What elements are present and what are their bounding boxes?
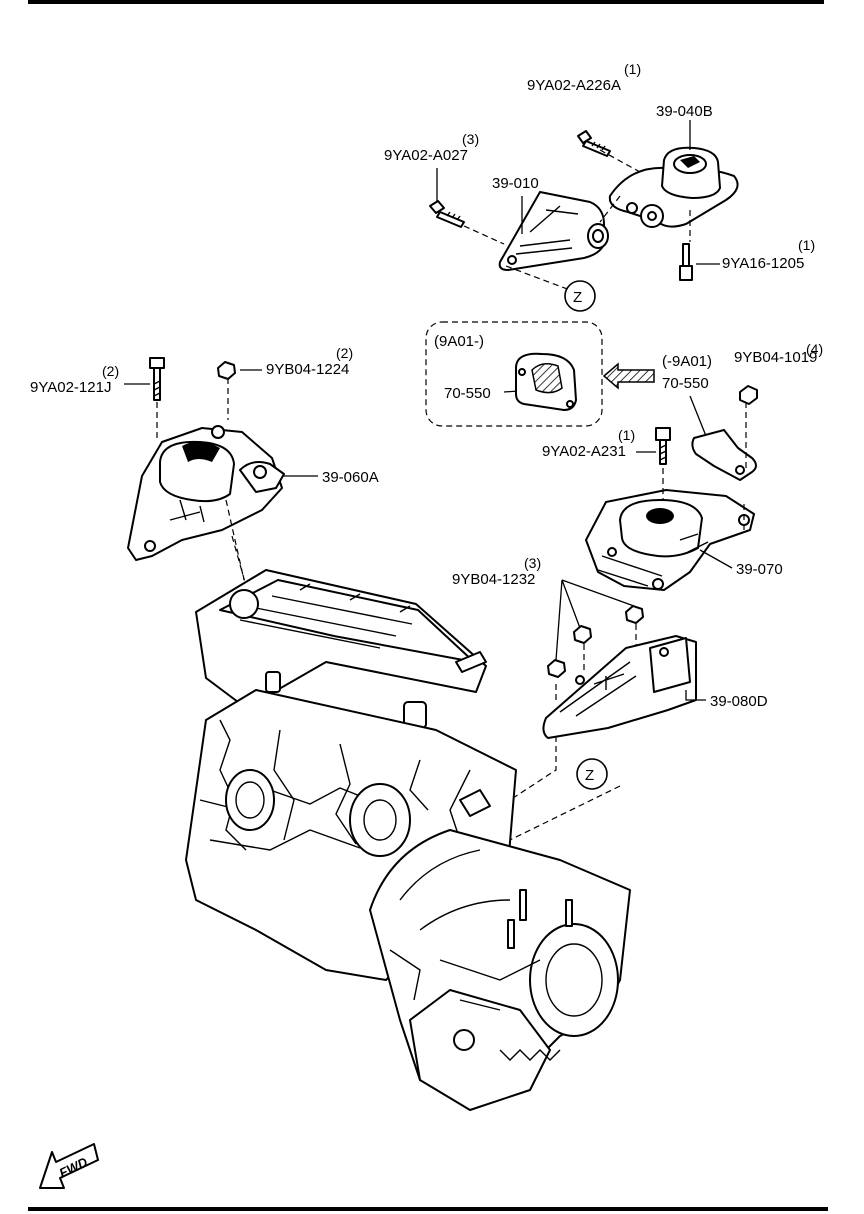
label-bracket-pre-part: 70-550 bbox=[662, 375, 709, 392]
engine-assembly bbox=[185, 569, 631, 1111]
nut-9yb04-1232-a bbox=[625, 605, 644, 624]
label-nut-1019-part: 9YB04-1019 bbox=[734, 349, 817, 366]
callout-z-bottom bbox=[576, 758, 608, 790]
label-z-top: Z bbox=[573, 289, 582, 306]
bolt-9ya02-a231 bbox=[655, 427, 671, 465]
top-border bbox=[28, 0, 824, 4]
mount-39-040b bbox=[608, 146, 739, 228]
bracket-39-010 bbox=[498, 191, 609, 271]
bracket-39-080d bbox=[542, 635, 697, 739]
label-bolt-a027-qty: (3) bbox=[462, 131, 479, 147]
label-39-070: 39-070 bbox=[736, 561, 783, 578]
mount-39-070 bbox=[585, 489, 755, 591]
label-39-060a: 39-060A bbox=[322, 469, 379, 486]
label-bolt-121j-qty: (2) bbox=[102, 363, 119, 379]
label-bolt-top-part: 9YA02-A226A bbox=[527, 77, 621, 94]
nut-9yb04-1232-c bbox=[547, 659, 566, 678]
label-bolt-top-qty: (1) bbox=[624, 61, 641, 77]
label-bolt-a231-qty: (1) bbox=[618, 427, 635, 443]
label-range-pre: (-9A01) bbox=[662, 353, 712, 370]
insulator-70-550-inset bbox=[515, 352, 577, 411]
label-nut-1019-qty: (4) bbox=[806, 341, 823, 357]
arrow-hatched bbox=[602, 362, 655, 390]
inset-box-9a01 bbox=[425, 321, 603, 427]
label-bolt-121j-part: 9YA02-121J bbox=[30, 379, 111, 396]
label-nut-1224-qty: (2) bbox=[336, 345, 353, 361]
label-nut-1224-part: 9YB04-1224 bbox=[266, 361, 349, 378]
callout-z-top bbox=[564, 280, 596, 312]
label-nut-1232-qty: (3) bbox=[524, 555, 541, 571]
label-bolt-a231-part: 9YA02-A231 bbox=[542, 443, 626, 460]
label-z-bottom: Z bbox=[585, 767, 594, 784]
bolt-9ya02-a027 bbox=[429, 200, 465, 228]
fwd-arrow-icon: FWD bbox=[39, 1143, 99, 1189]
label-bolt-1205-part: 9YA16-1205 bbox=[722, 255, 804, 272]
label-inset-title: (9A01-) bbox=[434, 333, 484, 350]
label-39-040b: 39-040B bbox=[656, 103, 713, 120]
nut-9yb04-1019 bbox=[739, 385, 758, 405]
bolt-9ya02-121j bbox=[149, 357, 165, 401]
bottom-border bbox=[28, 1207, 828, 1211]
label-nut-1232-part: 9YB04-1232 bbox=[452, 571, 535, 588]
bolt-9ya16-1205 bbox=[679, 243, 693, 281]
label-bolt-1205-qty: (1) bbox=[798, 237, 815, 253]
label-bolt-a027-part: 9YA02-A027 bbox=[384, 147, 468, 164]
bracket-70-550 bbox=[691, 429, 757, 481]
nut-9yb04-1232-b bbox=[573, 625, 592, 644]
label-39-080d: 39-080D bbox=[710, 693, 768, 710]
label-inset-part: 70-550 bbox=[444, 385, 491, 402]
nut-9yb04-1224 bbox=[217, 361, 236, 380]
label-39-010: 39-010 bbox=[492, 175, 539, 192]
mount-39-060a bbox=[127, 425, 285, 561]
